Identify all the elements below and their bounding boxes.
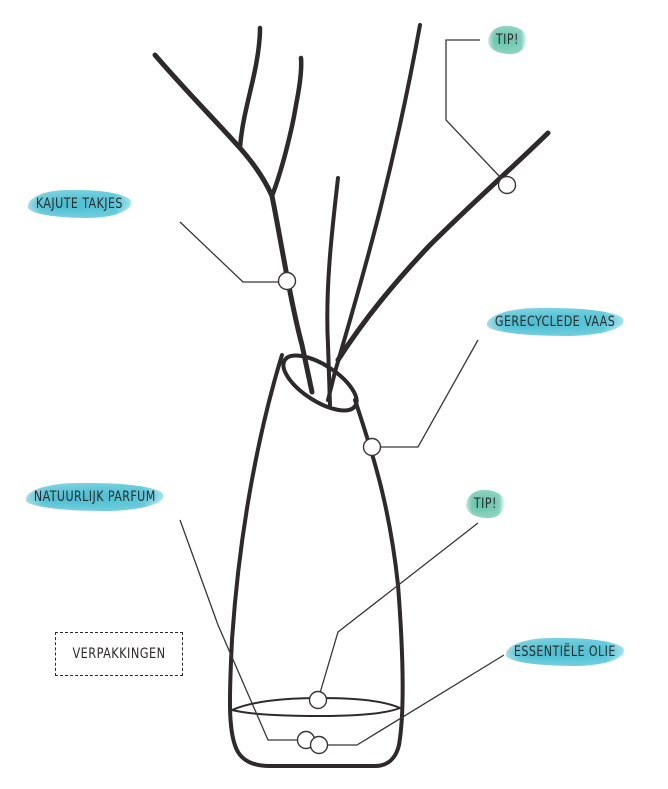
label-kajute-takjes: KAJUTE TAKJES [28, 190, 131, 218]
marker-kajute-takjes [277, 271, 297, 291]
marker-tip-top [497, 175, 517, 195]
label-verpakkingen: VERPAKKINGEN [72, 646, 166, 662]
leader-essentiele-olie [327, 654, 505, 746]
markers [277, 175, 517, 755]
twig-right [335, 130, 551, 363]
label-tip-middle: TIP! [466, 490, 505, 518]
twig-left-upper [237, 25, 263, 151]
label-natuurlijk-parfum: NATUURLIJK PARFUM [26, 483, 164, 511]
leader-tip-top [445, 39, 502, 179]
label-essentiele-olie: ESSENTIËLE OLIE [506, 638, 624, 666]
vase-body [227, 353, 405, 768]
leader-gerecyclede-vaas [380, 339, 479, 448]
vase [227, 353, 405, 768]
marker-gerecyclede-vaas [362, 437, 382, 457]
verpakkingen-box: VERPAKKINGEN [55, 632, 183, 676]
twig-left-fork [269, 55, 304, 199]
twigs [152, 23, 551, 407]
label-tip-top: TIP! [488, 26, 527, 54]
label-gerecyclede-vaas: GERECYCLEDE VAAS [487, 308, 623, 336]
leader-tip-middle [319, 522, 479, 694]
marker-essentiele-olie [309, 735, 329, 755]
marker-tip-middle [308, 690, 328, 710]
leader-natuurlijk-parfum [179, 519, 298, 741]
twig-left-main [152, 52, 315, 395]
leader-lines [179, 39, 505, 746]
vase-liquid-surface [231, 697, 401, 717]
leader-kajute-takjes [179, 221, 279, 283]
twig-center [325, 176, 340, 407]
twig-center-right [326, 23, 422, 402]
vase-opening [281, 353, 359, 413]
